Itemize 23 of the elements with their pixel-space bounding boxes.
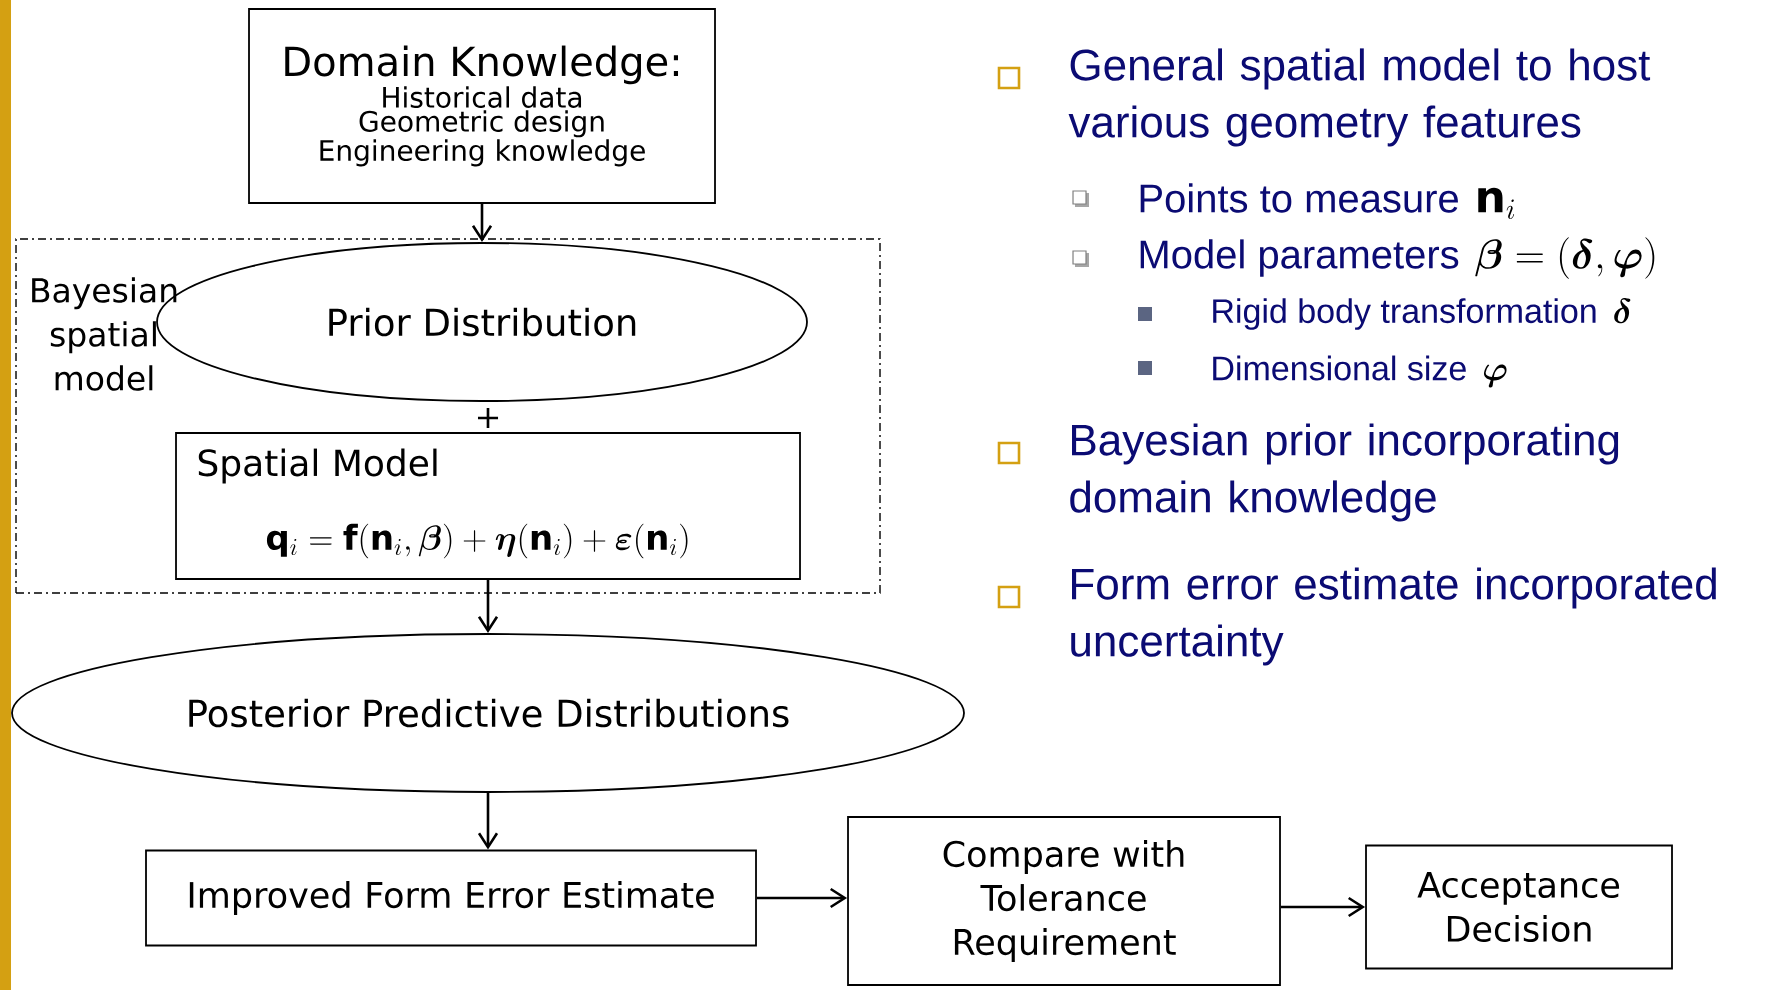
math-symbol: $\boldsymbol{\delta}$ xyxy=(1614,298,1631,324)
bullet-text: Model parameters xyxy=(1140,239,1459,277)
math-symbol: $\boldsymbol{\beta}=(\boldsymbol{\delta},\boldsymbol{\varphi})$ xyxy=(1475,237,1655,279)
math-symbol: $\mathbf{n}_{i}$ xyxy=(1478,187,1515,219)
arrow xyxy=(477,792,499,850)
arrow xyxy=(477,579,499,634)
bullet-text: Form error estimate incorporated uncertainty xyxy=(1071,567,1716,666)
process-box: Domain Knowledge: Historical data Geometric design Engineering knowledge xyxy=(248,8,716,204)
arrow xyxy=(1280,896,1366,918)
process-box: Improved Form Error Estimate xyxy=(145,849,757,947)
group-label: Bayesian spatial model xyxy=(32,277,177,391)
arrow xyxy=(471,203,493,243)
bullet-text: Bayesian prior incorporating domain knowledge xyxy=(1070,423,1619,522)
bullet-text: Dimensional size xyxy=(1213,355,1466,381)
bullet-text: General spatial model to host various geometry features xyxy=(1068,48,1651,147)
process-box: Spatial Model $\mathbf{q}_{i}=\mathbf{f}(\mathbf{n}_{i},\boldsymbol{\beta})+\boldsymbol{\eta}(\mathbf{n}_{i})+\boldsymbol{\varepsilon}(\mathbf{n}_{i})$ xyxy=(175,432,801,580)
process-box: Acceptance Decision xyxy=(1365,844,1673,970)
math-symbol: $\boldsymbol{\varphi}$ xyxy=(1484,364,1507,388)
process-box: Compare with Tolerance Requirement xyxy=(847,816,1281,986)
plus-sign: + xyxy=(478,408,499,429)
bullet-text: Rigid body transformation xyxy=(1213,298,1596,330)
arrow xyxy=(756,887,848,909)
bullet-text: Points to measure xyxy=(1140,183,1458,213)
